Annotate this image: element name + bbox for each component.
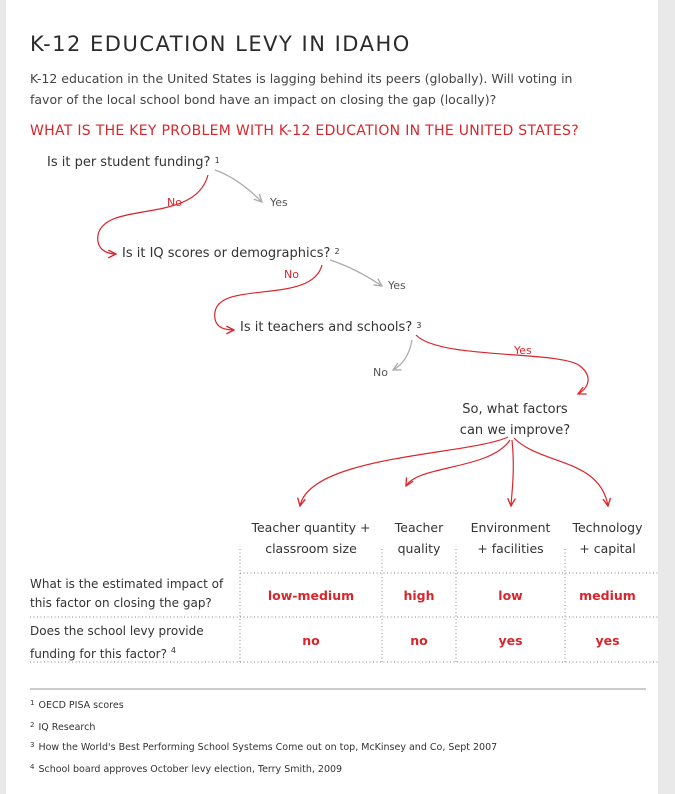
column-header-environment: Environment + facilities [456, 517, 565, 559]
column-header-line: quality [397, 541, 441, 556]
table-cell: low [498, 588, 523, 603]
column-header-line: Teacher [394, 520, 444, 535]
footnote-text: School board approves October levy elect… [38, 764, 343, 775]
column-header-line: Teacher quantity + [251, 520, 371, 535]
row-header-line: this factor on closing the gap? [30, 596, 212, 610]
column-header-line: Environment [470, 520, 551, 535]
column-header-teacher-quality: Teacher quality [382, 517, 456, 559]
footnote-text: How the World's Best Performing School S… [38, 742, 498, 753]
column-header-line: Technology [572, 520, 643, 535]
table-cell: no [410, 633, 428, 648]
q3-no-arrow [393, 339, 413, 370]
q2-no-label: No [284, 268, 299, 281]
q1-yes-label: Yes [270, 196, 288, 209]
q3-no-label: No [373, 366, 388, 379]
factor-arrow-4 [513, 437, 608, 506]
q2-yes-arrow [329, 259, 382, 286]
factor-arrow-2 [406, 439, 511, 486]
page-title: K-12 EDUCATION LEVY IN IDAHO [30, 32, 411, 56]
row-header-line: Does the school levy provide [30, 624, 204, 638]
table-cell: medium [579, 588, 636, 603]
footnote-text: OECD PISA scores [38, 700, 124, 711]
factor-arrow-3 [511, 439, 513, 506]
key-question: WHAT IS THE KEY PROBLEM WITH K-12 EDUCAT… [30, 123, 579, 139]
column-header-teacher-quantity: Teacher quantity + classroom size [240, 517, 382, 559]
row-header-impact: What is the estimated impact of this fac… [30, 575, 235, 613]
q3-ref: 3 [416, 321, 422, 330]
q3-text: Is it teachers and schools? [240, 320, 413, 335]
column-header-technology: Technology + capital [565, 517, 650, 559]
row-header-line: funding for this factor? 4 [30, 641, 235, 664]
column-header-line: classroom size [265, 541, 357, 556]
q2-question: Is it IQ scores or demographics? 2 [122, 246, 340, 261]
q4-line2: can we improve? [459, 423, 571, 438]
intro-text: K-12 education in the United States is l… [30, 71, 573, 107]
q2-ref: 2 [334, 247, 340, 256]
table-cell: low-medium [267, 588, 355, 603]
q4-line1: So, what factors [462, 402, 568, 417]
q1-text: Is it per student funding? [47, 155, 211, 170]
footnote-text: IQ Research [38, 722, 96, 733]
column-header-line: + capital [579, 541, 636, 556]
footnote-num: 2 [30, 721, 35, 729]
q1-yes-arrow [214, 169, 262, 202]
footnote-num: 3 [30, 741, 35, 749]
q3-yes-label: Yes [514, 344, 532, 357]
q2-no-arrow [214, 264, 323, 330]
q1-ref: 1 [214, 156, 220, 165]
row-header-line: What is the estimated impact of [30, 577, 224, 591]
table-cell: no [302, 633, 320, 648]
footnote-num: 4 [30, 763, 35, 771]
q2-text: Is it IQ scores or demographics? [122, 246, 331, 261]
row-ref: 4 [170, 646, 176, 655]
table-grid [30, 549, 660, 663]
q1-question: Is it per student funding? 1 [47, 155, 220, 170]
table-cell: yes [595, 633, 620, 648]
q2-yes-label: Yes [388, 279, 406, 292]
footnote-num: 1 [30, 699, 35, 707]
row-header-text: funding for this factor? [30, 647, 167, 661]
q3-question: Is it teachers and schools? 3 [240, 320, 421, 335]
q4-question: So, what factors can we improve? [455, 399, 575, 441]
table-cell: high [403, 588, 435, 603]
column-header-line: + facilities [477, 541, 544, 556]
row-header-funding: Does the school levy provide funding for… [30, 622, 235, 664]
table-cell: yes [498, 633, 523, 648]
q3-yes-arrow [415, 334, 589, 394]
q1-no-arrow [97, 174, 209, 254]
factor-arrow-1 [300, 436, 509, 506]
q1-no-label: No [167, 196, 182, 209]
